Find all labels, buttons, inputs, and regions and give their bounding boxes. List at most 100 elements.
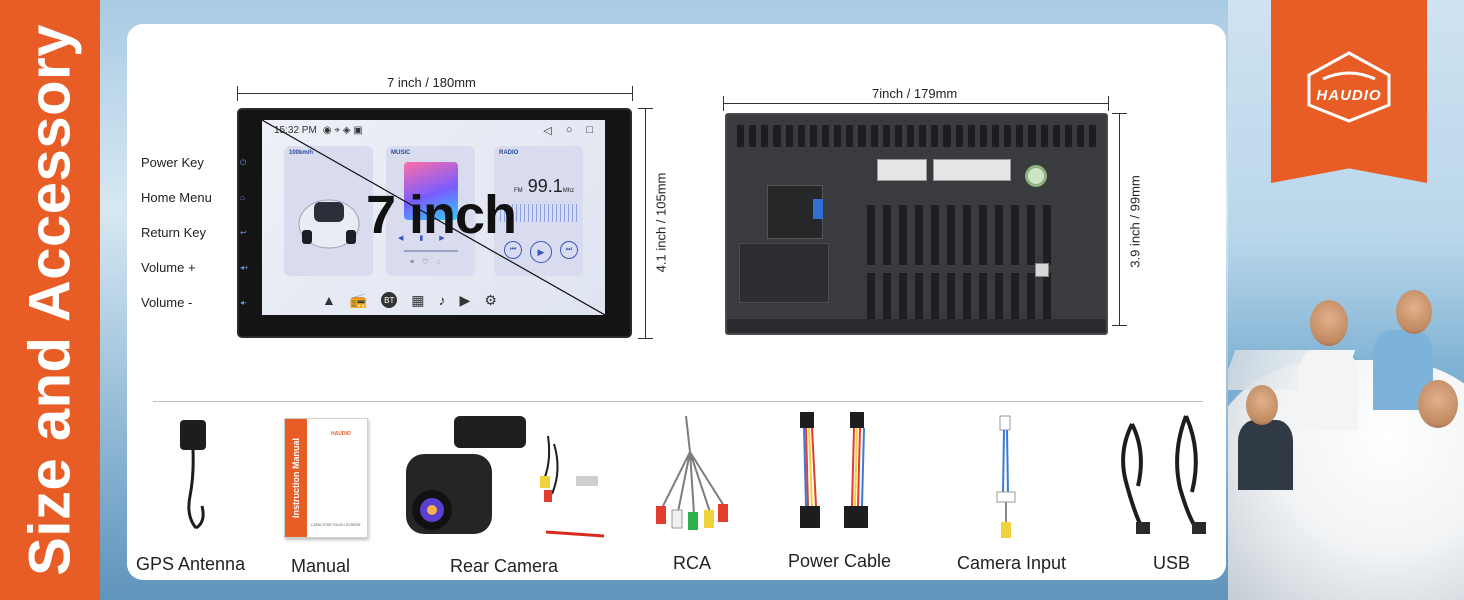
front-height-tick [638, 338, 653, 339]
home-circle-icon[interactable]: ○ [565, 124, 573, 136]
antenna-port [1025, 165, 1047, 187]
diagonal-line [262, 120, 605, 315]
logo-emblem-icon [1307, 50, 1391, 123]
back-width-label: 7inch / 179mm [872, 86, 958, 101]
head-unit-screen: 15:32 PM ◉ ⌖ ◈ ▣ ◁ ○ □ 100km/h MUSIC ◀▮▶… [262, 120, 605, 315]
back-height-line [1119, 113, 1120, 325]
bottom-rail [727, 319, 1106, 333]
radio-play-icon[interactable]: ▶ [530, 241, 552, 263]
recents-icon[interactable]: □ [586, 124, 593, 136]
tile-navigation[interactable]: 100km/h [284, 146, 373, 276]
music-controls: ◀▮▶ [398, 235, 461, 242]
music-app-icon[interactable]: ♪ [438, 292, 446, 308]
lower-panel [739, 243, 829, 303]
person-face [1396, 290, 1432, 334]
car-illustration-icon [298, 199, 360, 249]
camera-input-cable-image [996, 415, 1016, 538]
key-label-volume-down: Volume - [141, 295, 193, 310]
blue-connector [813, 199, 823, 219]
key-label-volume-up: Volume + [141, 260, 196, 275]
accessory-label-rear-camera: Rear Camera [450, 556, 559, 576]
settings-gear-icon[interactable]: ⚙ [484, 292, 497, 308]
manual-spine-text: Instruction Manual [291, 437, 301, 519]
manual-spine: Instruction Manual [285, 419, 307, 537]
status-icons: ◉ ⌖ ◈ ▣ [322, 125, 363, 136]
front-width-tick [237, 86, 238, 101]
front-height-label: 4.1 inch / 105mm [653, 172, 669, 273]
back-height-tick [1112, 113, 1127, 114]
volume-up-icon[interactable]: ◂+ [240, 263, 249, 272]
accessory-label-usb: USB [1153, 553, 1191, 573]
key-label-return: Return Key [141, 225, 207, 240]
rca-cable-image [656, 415, 728, 530]
size-overlay-label: 7 inch [366, 185, 517, 245]
music-progress [404, 250, 458, 252]
brand-logo-text: HAUDIO [1316, 86, 1382, 104]
app-dock: ▲ 📻 BT ▦ ♪ ▶ ⚙ [322, 292, 497, 309]
radio-next-icon[interactable]: ⏭ [560, 241, 578, 259]
radio-prev-icon[interactable]: ⏮ [504, 241, 522, 259]
tile-music[interactable]: MUSIC ◀▮▶ ≡♡◌ [386, 146, 475, 276]
video-app-icon[interactable]: ▶ [459, 292, 471, 308]
status-bar: 15:32 PM ◉ ⌖ ◈ ▣ [274, 125, 363, 136]
manual-image: Instruction Manual HAUDIO CAPACITIVE TOU… [284, 418, 368, 538]
brand-logo: HAUDIO [1301, 49, 1397, 125]
gps-antenna-image [180, 420, 206, 530]
radio-app-icon[interactable]: 📻 [349, 292, 368, 308]
fm-value: 99.1 [527, 176, 563, 196]
apps-grid-icon[interactable]: ▦ [411, 292, 425, 308]
radio-controls: ⏮ ▶ ⏭ [504, 241, 578, 263]
fm-band: FM [514, 188, 523, 194]
tile-navigation-label: 100km/h [289, 150, 314, 156]
front-height-tick [638, 108, 653, 109]
tile-music-label: MUSIC [391, 150, 411, 156]
vent-slots [867, 273, 1051, 333]
fm-unit: Mhz [562, 188, 575, 194]
front-width-line [237, 93, 632, 94]
power-icon[interactable]: ⏻ [240, 158, 247, 167]
usb-cable-image [1121, 415, 1206, 534]
manual-logo: HAUDIO [331, 431, 351, 437]
harness-connector [933, 159, 1011, 181]
navigation-app-icon[interactable]: ▲ [322, 292, 336, 308]
front-height-line [645, 108, 646, 338]
front-width-label: 7 inch / 180mm [387, 75, 476, 90]
section-divider [153, 401, 1203, 402]
clock-text: 15:32 PM [274, 125, 317, 136]
back-width-line [723, 103, 1108, 104]
bluetooth-app-icon[interactable]: BT [381, 292, 398, 308]
person-face [1310, 300, 1348, 346]
accessory-label-power-cable: Power Cable [788, 551, 892, 571]
usb-port [1035, 263, 1049, 277]
manual-footer: CAPACITIVE TOUCH SCREEN [311, 523, 361, 527]
person-face [1418, 380, 1458, 428]
head-unit-back [725, 113, 1108, 335]
power-cable-image [800, 412, 868, 528]
return-icon[interactable]: ↩ [240, 228, 247, 237]
harness-connector [877, 159, 927, 181]
banner-title: Size and Accessory [17, 24, 83, 576]
side-banner: Size and Accessory [0, 0, 100, 600]
nav-bar: ◁ ○ □ [543, 124, 593, 137]
radio-tuner-scale [500, 204, 580, 222]
vent-row [737, 125, 1097, 147]
album-art [404, 162, 458, 220]
back-width-tick [1108, 96, 1109, 111]
rear-camera-image [406, 416, 605, 538]
back-width-tick [723, 96, 724, 111]
volume-down-icon[interactable]: ◂- [240, 298, 247, 307]
home-icon[interactable]: ⌂ [240, 193, 245, 202]
key-label-power: Power Key [141, 155, 204, 170]
fm-frequency: FM 99.1Mhz [514, 176, 574, 197]
tile-radio-label: RADIO [499, 150, 519, 156]
brand-ribbon: HAUDIO [1271, 0, 1427, 183]
back-icon[interactable]: ◁ [543, 125, 552, 137]
person-face [1246, 385, 1278, 425]
person-shirt [1298, 350, 1358, 430]
tile-radio[interactable]: RADIO FM 99.1Mhz ⏮ ▶ ⏭ [494, 146, 583, 276]
accessory-label-gps-antenna: GPS Antenna [136, 554, 246, 574]
key-label-home: Home Menu [141, 190, 212, 205]
accessory-label-camera-input: Camera Input [957, 553, 1067, 573]
back-height-tick [1112, 325, 1127, 326]
accessory-label-manual: Manual [291, 556, 351, 576]
